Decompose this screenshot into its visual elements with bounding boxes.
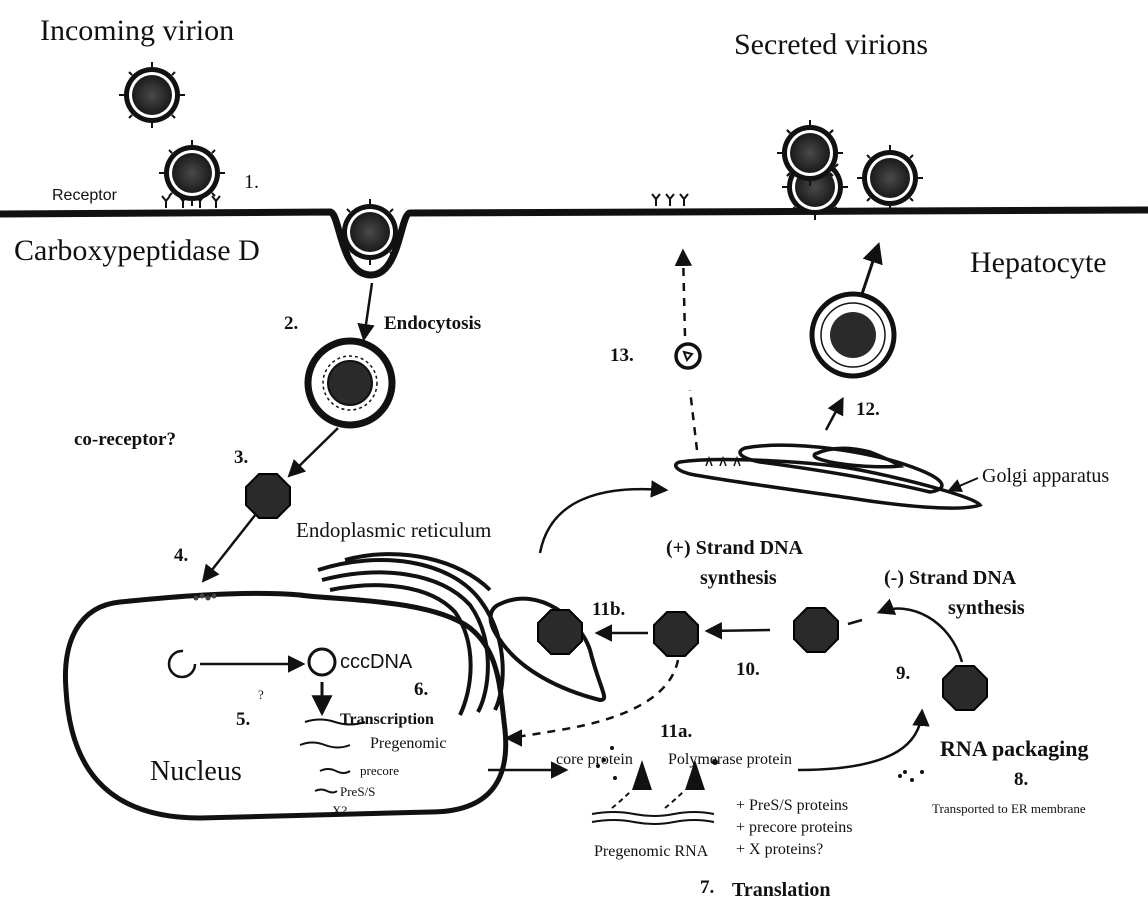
step-7: 7. bbox=[700, 878, 714, 897]
step-5: 5. bbox=[236, 710, 250, 729]
secreted-virions-title: Secreted virions bbox=[734, 30, 928, 60]
nucleus-label: Nucleus bbox=[150, 758, 242, 786]
plus-strand-label: (+) Strand DNA bbox=[666, 538, 803, 558]
er-capsid bbox=[538, 610, 582, 654]
incoming-virion bbox=[119, 62, 185, 128]
rna-packaging-label: RNA packaging bbox=[940, 738, 1089, 760]
pregenomic-rna-label: Pregenomic RNA bbox=[594, 844, 708, 860]
precore-label: precore bbox=[360, 764, 399, 777]
step-10: 10. bbox=[736, 660, 760, 679]
subviral-particle bbox=[676, 344, 700, 368]
secreted-virion bbox=[857, 145, 923, 211]
minus-strand-label-2: synthesis bbox=[948, 598, 1025, 618]
step-11b: 11b. bbox=[592, 600, 625, 619]
receptor-label: Receptor bbox=[52, 188, 117, 204]
x-proteins-label: + X proteins? bbox=[736, 842, 823, 858]
hepatocyte-label: Hepatocyte bbox=[970, 248, 1107, 278]
core-protein-label: core protein bbox=[556, 752, 633, 768]
polymerase-protein-label: Polymerase protein bbox=[668, 752, 792, 768]
golgi-label: Golgi apparatus bbox=[982, 466, 1109, 486]
step-6: 6. bbox=[414, 680, 428, 699]
step-2: 2. bbox=[284, 314, 298, 333]
cccdna-label: cccDNA bbox=[340, 652, 412, 672]
pres-s-label: PreS/S bbox=[340, 785, 375, 798]
co-receptor-label: co-receptor? bbox=[74, 430, 176, 449]
step-11a: 11a. bbox=[660, 722, 692, 741]
endosome bbox=[308, 341, 392, 425]
capsid-11 bbox=[654, 612, 698, 656]
x-label: X? bbox=[332, 804, 347, 817]
transported-label: Transported to ER membrane bbox=[932, 802, 1086, 815]
er-label: Endoplasmic reticulum bbox=[296, 520, 491, 541]
minus-strand-label: (-) Strand DNA bbox=[884, 568, 1016, 588]
carboxypeptidase-label: Carboxypeptidase D bbox=[14, 236, 260, 266]
pres-s-proteins-label: + PreS/S proteins bbox=[736, 798, 848, 814]
pregenomic-label: Pregenomic bbox=[370, 736, 446, 752]
step-13: 13. bbox=[610, 346, 634, 365]
transcription-label: Transcription bbox=[340, 712, 434, 728]
capsid-9 bbox=[943, 666, 987, 710]
step-1: 1. bbox=[244, 172, 259, 192]
step-4: 4. bbox=[174, 546, 188, 565]
endocytosis-label: Endocytosis bbox=[384, 314, 481, 333]
precore-proteins-label: + precore proteins bbox=[736, 820, 853, 836]
step-8: 8. bbox=[1014, 770, 1028, 789]
question-label: ? bbox=[258, 688, 264, 701]
incoming-virion-title: Incoming virion bbox=[40, 16, 234, 46]
step-9: 9. bbox=[896, 664, 910, 683]
step-3: 3. bbox=[234, 448, 248, 467]
nucleus-envelope bbox=[65, 593, 505, 818]
receptor-group-right bbox=[652, 194, 688, 206]
capsid-10 bbox=[794, 608, 838, 652]
mature-virion-vesicle bbox=[812, 294, 894, 376]
step-12: 12. bbox=[856, 400, 880, 419]
translation-label: Translation bbox=[732, 880, 831, 900]
plus-strand-label-2: synthesis bbox=[700, 568, 777, 588]
golgi-apparatus bbox=[676, 445, 980, 508]
released-capsid bbox=[246, 474, 290, 518]
